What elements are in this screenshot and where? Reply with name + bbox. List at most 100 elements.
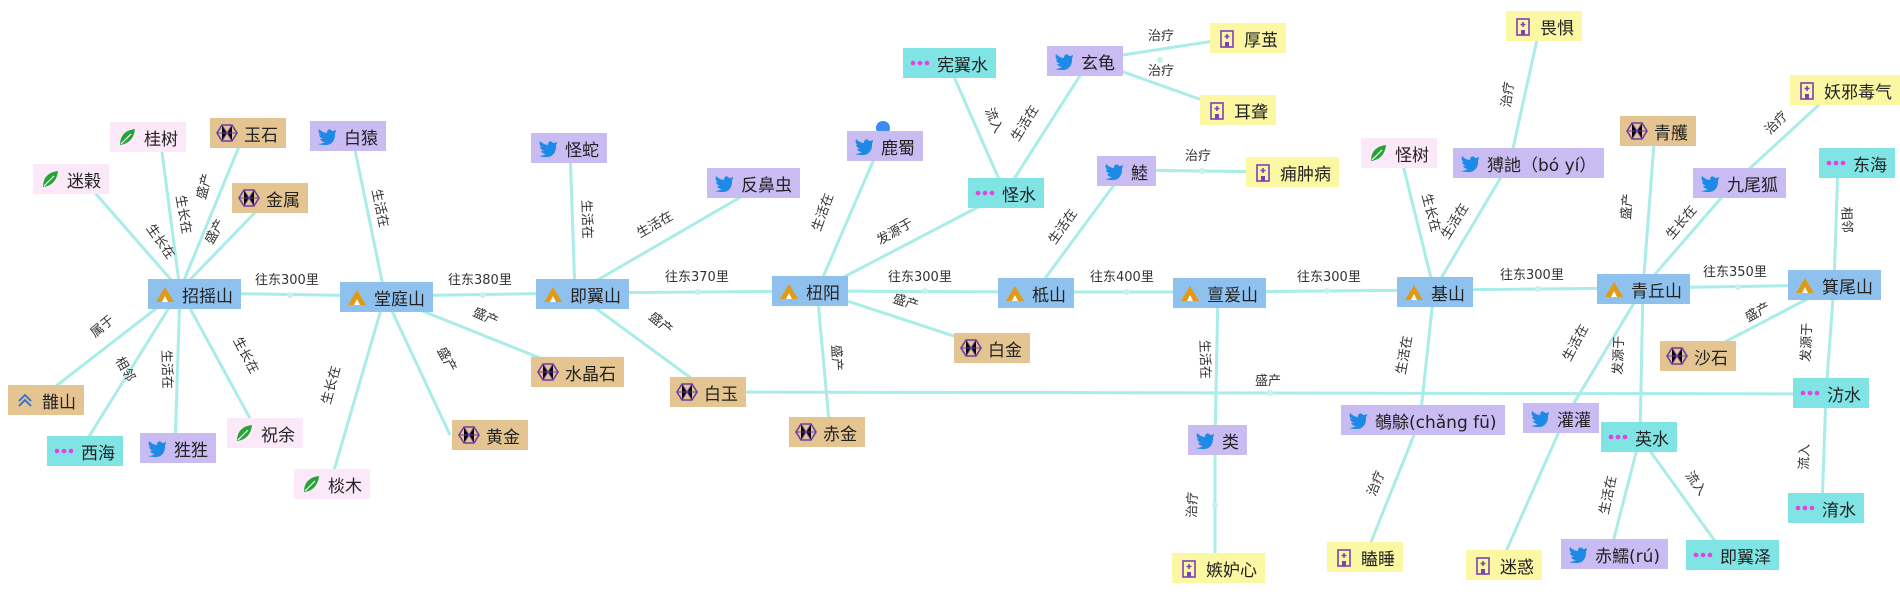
node-animal-boyi[interactable]: 猼訑（bó yí）	[1453, 148, 1605, 178]
node-label: 棪木	[328, 476, 362, 497]
node-label: 白金	[988, 340, 1022, 361]
node-mountain-qingqiu[interactable]: 青丘山	[1597, 274, 1690, 304]
node-disease-weiju[interactable]: 畏惧	[1506, 11, 1582, 41]
mountain-icon	[1603, 278, 1625, 300]
edge-label: 往东300里	[255, 273, 319, 288]
edge	[1641, 181, 1737, 289]
bird-icon	[853, 135, 875, 157]
edge-label: 治疗	[1185, 492, 1201, 519]
bird-icon	[1529, 407, 1551, 429]
edge-label: 往东300里	[888, 270, 952, 285]
node-animal-changfu[interactable]: 鵸鵌(chǎng fū)	[1341, 405, 1505, 435]
node-place-pishan[interactable]: 䧿山	[8, 385, 84, 415]
bird-icon	[1459, 152, 1481, 174]
edge	[173, 289, 182, 449]
node-mountain-niuyang[interactable]: 杻阳	[772, 276, 848, 306]
edge	[568, 147, 577, 294]
node-disease-keshui[interactable]: 瞌睡	[1327, 542, 1403, 572]
node-animal-lushu[interactable]: 鹿蜀	[847, 131, 923, 161]
node-mineral-yushi[interactable]: 玉石	[210, 118, 286, 148]
node-mountain-dishan[interactable]: 柢山	[998, 278, 1074, 308]
node-disease-mihuo[interactable]: 迷惑	[1466, 550, 1542, 580]
node-mountain-zhaoyao[interactable]: 招摇山	[148, 279, 241, 309]
edge	[1638, 436, 1727, 556]
node-mountain-danyuan[interactable]: 亶爰山	[1173, 278, 1266, 308]
node-mineral-shuijingshi[interactable]: 水晶石	[531, 357, 624, 387]
node-disease-yongzhongbing[interactable]: 痈肿病	[1246, 157, 1339, 187]
node-plant-guishu[interactable]: 桂树	[110, 122, 186, 152]
node-animal-leijie[interactable]: 类	[1188, 425, 1247, 455]
edge	[815, 144, 882, 292]
node-mountain-jishan[interactable]: 基山	[1397, 277, 1473, 307]
node-mineral-baiyu[interactable]: 白玉	[670, 377, 746, 407]
node-animal-chiru[interactable]: 赤鱬(rú)	[1561, 539, 1669, 569]
node-animal-baiyuan[interactable]: 白猿	[310, 121, 386, 151]
node-plant-guaishu[interactable]: 怪树	[1361, 138, 1437, 168]
node-animal-jiuweihu[interactable]: 九尾狐	[1693, 168, 1786, 198]
node-mineral-qinghuo[interactable]: 青雘	[1620, 116, 1696, 146]
node-disease-erlong[interactable]: 耳聋	[1200, 95, 1276, 125]
node-plant-migu[interactable]: 迷榖	[33, 164, 109, 194]
node-label: 厚茧	[1244, 30, 1278, 51]
node-water-guaishui[interactable]: 怪水	[968, 178, 1044, 208]
node-animal-fanbichong[interactable]: 反鼻虫	[707, 168, 800, 198]
node-water-jiyize[interactable]: 即翼泽	[1686, 540, 1779, 570]
node-animal-xuangui[interactable]: 玄龟	[1047, 46, 1123, 76]
node-label: 金属	[266, 190, 300, 211]
node-plant-yanmu[interactable]: 棪木	[294, 469, 370, 499]
node-mineral-chijin[interactable]: 赤金	[789, 417, 865, 447]
node-label: 基山	[1431, 284, 1465, 305]
node-animal-guanguan[interactable]: 灌灌	[1523, 403, 1599, 433]
node-label: 类	[1222, 432, 1239, 453]
node-animal-lu[interactable]: 鯥	[1097, 156, 1156, 186]
node-animal-xingxing[interactable]: 狌狌	[140, 433, 216, 463]
node-label: 箕尾山	[1822, 277, 1873, 298]
node-label: 即翼泽	[1720, 547, 1771, 568]
edge-label: 生活在	[1394, 335, 1416, 376]
node-label: 桂树	[144, 129, 178, 150]
node-label: 玄龟	[1081, 53, 1115, 74]
node-mineral-huangjin[interactable]: 黄金	[452, 420, 528, 450]
node-water-xihai[interactable]: 西海	[47, 436, 123, 466]
crystal-icon	[960, 337, 982, 359]
mountain-icon	[542, 283, 564, 305]
node-mountain-jiwei[interactable]: 箕尾山	[1788, 270, 1881, 300]
node-animal-guaishe[interactable]: 怪蛇	[531, 133, 607, 163]
node-plant-zhuyu[interactable]: 祝余	[227, 418, 303, 448]
node-mineral-baijin[interactable]: 白金	[954, 333, 1030, 363]
bird-icon	[1699, 172, 1721, 194]
node-water-fangshui[interactable]: 汸水	[1793, 378, 1869, 408]
node-label: 青雘	[1654, 123, 1688, 144]
node-disease-duji[interactable]: 嫉妒心	[1172, 553, 1265, 583]
edge	[1213, 291, 1220, 441]
node-label: 青丘山	[1631, 281, 1682, 302]
node-water-yingshui[interactable]: 英水	[1601, 422, 1677, 452]
bird-icon	[1347, 409, 1369, 431]
edge	[1398, 152, 1436, 291]
node-disease-yaoxie[interactable]: 妖邪毒气	[1790, 75, 1900, 105]
bird-icon	[316, 125, 338, 147]
node-mountain-tangting[interactable]: 堂庭山	[340, 282, 433, 312]
mountain-icon	[1004, 282, 1026, 304]
hospital-icon	[1333, 546, 1355, 568]
node-disease-houjian[interactable]: 厚茧	[1210, 23, 1286, 53]
node-label: 迷榖	[67, 171, 101, 192]
node-water-yuanshui[interactable]: 淯水	[1788, 493, 1864, 523]
node-mountain-jiyi[interactable]: 即翼山	[536, 279, 629, 309]
edge-label: 生活在	[1009, 103, 1042, 144]
leaf-icon	[300, 473, 322, 495]
edge	[574, 181, 766, 295]
water-icon	[974, 182, 996, 204]
edge-label: 流入	[1797, 444, 1813, 471]
hospital-icon	[1512, 15, 1534, 37]
node-water-donghai[interactable]: 东海	[1819, 148, 1895, 178]
leaf-icon	[233, 422, 255, 444]
edge-label: 往东350里	[1703, 265, 1767, 280]
bird-icon	[713, 172, 735, 194]
node-mineral-shashi[interactable]: 沙石	[1660, 341, 1736, 371]
mountain-icon	[1179, 282, 1201, 304]
edge-label: 生活在	[810, 192, 837, 234]
node-mineral-jinshu[interactable]: 金属	[232, 183, 308, 213]
node-water-xianyishui[interactable]: 宪翼水	[903, 48, 996, 78]
